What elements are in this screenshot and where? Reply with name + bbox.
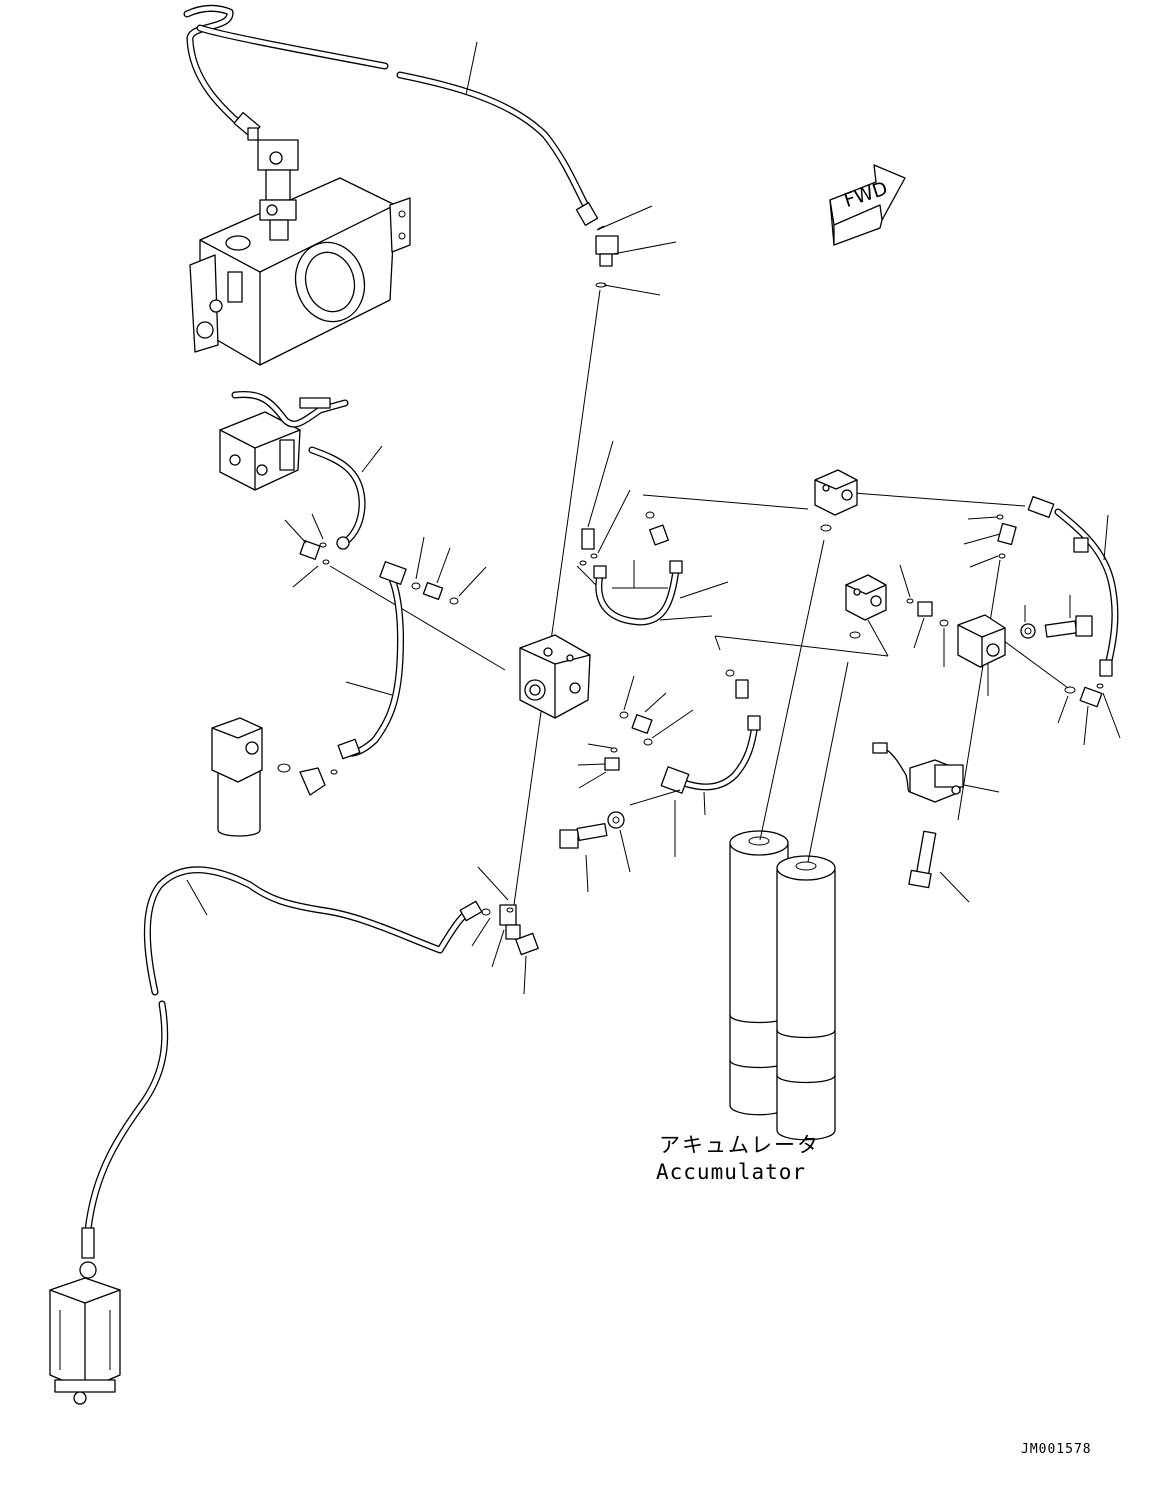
accumulator-label-japanese: アキュムレータ: [659, 1133, 820, 1157]
hose-top-right: [396, 71, 599, 226]
fittings-right-lower: [1057, 683, 1121, 746]
accumulator-guide-lines: [759, 524, 861, 863]
valve-block-left: [219, 390, 349, 491]
fittings-below-center: [577, 675, 694, 789]
filter-housing: [211, 717, 338, 837]
hose-top-fitting-left: [233, 111, 261, 141]
connection-line-vertical: [513, 289, 601, 906]
block-upper-accumulator: [814, 469, 858, 516]
leader-lines-top: [465, 41, 677, 296]
tee-fitting-lower: [471, 866, 539, 995]
fittings-upper-center: [576, 440, 631, 586]
cylinder-bottom-left: [49, 1227, 121, 1405]
hose-lower-center: [629, 669, 761, 857]
hose-top-left: [183, 4, 389, 128]
hose-lower-long: [84, 866, 483, 1234]
fittings-right-middle: [899, 564, 949, 667]
solenoid-right: [872, 742, 1000, 803]
fitting-stack-top: [595, 225, 619, 288]
connection-line-left: [329, 565, 506, 671]
fittings-center-left: [411, 536, 487, 605]
bolt-washer-right: [1020, 595, 1093, 639]
hose-middle-left: [337, 561, 407, 760]
hose-left-small: [308, 445, 383, 550]
bolt-right-lower: [908, 830, 970, 903]
bolt-and-washer-center: [559, 811, 631, 893]
accumulator-label-english: Accumulator: [656, 1160, 807, 1184]
fittings-upper-right-of-loop: [645, 511, 669, 546]
fittings-right-top: [963, 496, 1055, 568]
hose-right: [1054, 508, 1119, 677]
valve-block-center: [519, 634, 591, 719]
accumulator-right: [776, 855, 836, 1141]
gearbox-housing: [189, 139, 411, 366]
block-lower-accumulator: [845, 574, 887, 621]
hose-upper-center: [593, 560, 729, 626]
drawing-code: JM001578: [1021, 1442, 1092, 1457]
fwd-arrow-icon: [829, 164, 906, 246]
valve-block-right: [957, 614, 1006, 696]
fittings-left-group: [284, 513, 330, 588]
connection-lines-right: [642, 492, 1069, 821]
